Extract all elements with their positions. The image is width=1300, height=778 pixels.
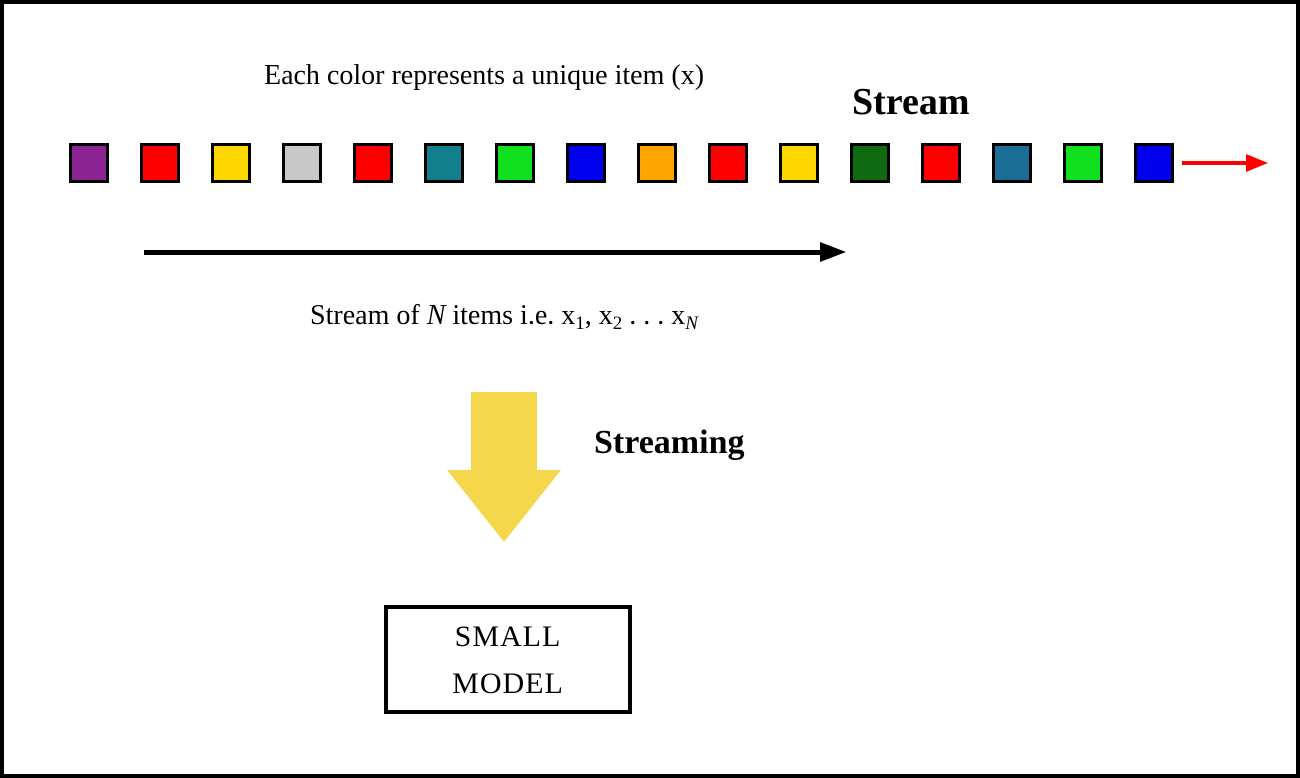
formula-n: N: [426, 300, 446, 331]
color-legend-caption: Each color represents a unique item (x): [263, 60, 705, 91]
stream-item-square: [211, 143, 251, 183]
formula-part4: . . . x: [622, 300, 686, 331]
small-model-line2: MODEL: [452, 666, 564, 700]
formula-part3: , x: [584, 300, 613, 331]
stream-item-square: [566, 143, 606, 183]
stream-item-square: [1134, 143, 1174, 183]
formula-sub1: 1: [575, 313, 585, 334]
timeline-arrow-head: [820, 242, 846, 262]
down-arrow-icon: [447, 392, 561, 542]
stream-item-square: [495, 143, 535, 183]
stream-row-squares: [69, 143, 1174, 183]
stream-item-square: [850, 143, 890, 183]
stream-continue-arrow-head: [1246, 154, 1268, 172]
stream-item-square: [282, 143, 322, 183]
small-model-line1: SMALL: [454, 619, 562, 653]
down-arrow-shape: [447, 392, 561, 542]
formula-sub2: 2: [612, 313, 623, 334]
formula-part2: items i.e. x: [445, 300, 576, 331]
formula-subn: N: [685, 313, 698, 334]
stream-formula: Stream of N items i.e. x1, x2 . . . xN: [4, 300, 1004, 334]
stream-item-square: [708, 143, 748, 183]
stream-item-square: [140, 143, 180, 183]
stream-item-square: [992, 143, 1032, 183]
stream-item-square: [1063, 143, 1103, 183]
formula-part1: Stream of: [310, 300, 427, 331]
streaming-label: Streaming: [594, 424, 745, 461]
streaming-down-arrow: [447, 392, 561, 549]
small-model-box: SMALL MODEL: [384, 605, 632, 714]
stream-heading: Stream: [852, 81, 970, 123]
stream-item-square: [779, 143, 819, 183]
stream-item-square: [69, 143, 109, 183]
stream-item-square: [424, 143, 464, 183]
timeline-arrow-shaft: [144, 250, 822, 255]
stream-item-square: [921, 143, 961, 183]
stream-continue-arrow-shaft: [1182, 161, 1248, 165]
stream-item-square: [353, 143, 393, 183]
stream-item-square: [637, 143, 677, 183]
